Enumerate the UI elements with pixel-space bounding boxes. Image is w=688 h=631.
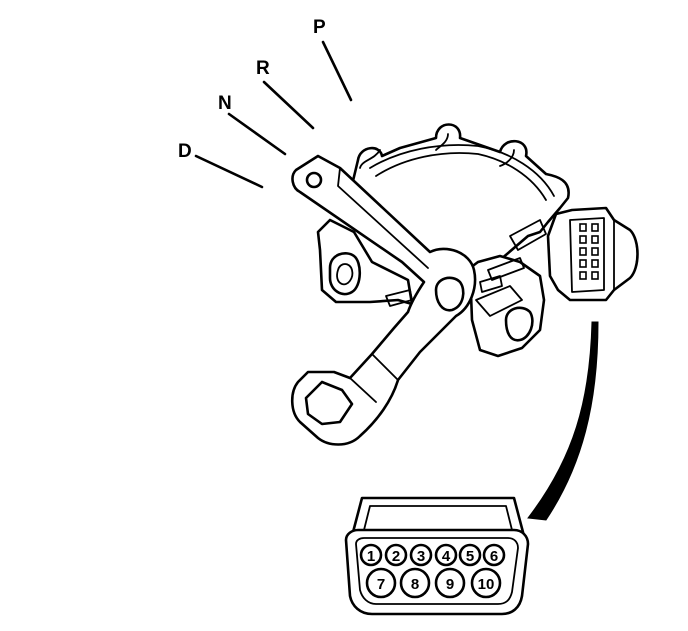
label-R: R bbox=[256, 58, 270, 79]
neutral-safety-switch bbox=[290, 123, 639, 446]
label-P: P bbox=[313, 17, 326, 38]
housing-detent-left bbox=[359, 149, 381, 169]
pin-5 bbox=[458, 543, 482, 567]
pointer-line-R bbox=[262, 80, 315, 130]
pointer-line-N bbox=[227, 112, 287, 156]
lever-center-hub bbox=[434, 276, 465, 312]
pin-label-8: 8 bbox=[411, 576, 419, 593]
housing-inner-arc bbox=[369, 144, 555, 197]
pin-label-2: 2 bbox=[392, 548, 400, 565]
pin-2 bbox=[384, 543, 408, 567]
right-mount-oval bbox=[504, 306, 534, 342]
side-connector-pins bbox=[579, 223, 599, 280]
side-connector-inner bbox=[569, 217, 605, 293]
pointer-line-D bbox=[194, 154, 264, 189]
pin-label-4: 4 bbox=[442, 548, 451, 565]
pin-1 bbox=[359, 543, 383, 567]
lever-foot-slot bbox=[304, 380, 354, 426]
pin-3 bbox=[409, 543, 433, 567]
pin-4 bbox=[434, 543, 458, 567]
lever-tab-2 bbox=[479, 275, 503, 293]
pin-9 bbox=[434, 567, 466, 599]
pin-8 bbox=[399, 567, 431, 599]
pin-label-10: 10 bbox=[478, 576, 495, 593]
connector-body-inner bbox=[355, 537, 519, 605]
left-mount-inner bbox=[336, 263, 354, 286]
housing-inner-arc-2 bbox=[375, 152, 547, 201]
body-ridge bbox=[475, 285, 523, 317]
right-slot bbox=[509, 219, 547, 251]
right-slot-2 bbox=[487, 257, 525, 281]
label-D: D bbox=[178, 141, 192, 162]
pin-6 bbox=[482, 543, 506, 567]
left-mount-oval bbox=[328, 252, 362, 296]
pin-label-5: 5 bbox=[466, 548, 474, 565]
pin-7 bbox=[365, 567, 397, 599]
connector-face: 1 2 3 4 5 6 7 8 9 10 bbox=[344, 496, 530, 616]
pin-10 bbox=[470, 567, 502, 599]
label-N: N bbox=[218, 93, 232, 114]
pin-label-6: 6 bbox=[490, 548, 498, 565]
lever-tab bbox=[385, 289, 413, 307]
housing-detent-right bbox=[499, 149, 515, 167]
lever-crease bbox=[337, 167, 429, 269]
callout-arrow bbox=[527, 321, 599, 521]
pointer-line-P bbox=[321, 40, 353, 102]
pin-label-9: 9 bbox=[446, 576, 454, 593]
pin-label-3: 3 bbox=[417, 548, 425, 565]
lever-edge-line bbox=[349, 353, 399, 403]
lever-pivot-hole bbox=[305, 171, 323, 189]
housing-detent-mid bbox=[435, 133, 449, 151]
pin-label-1: 1 bbox=[367, 548, 375, 565]
pin-label-7: 7 bbox=[377, 576, 385, 593]
